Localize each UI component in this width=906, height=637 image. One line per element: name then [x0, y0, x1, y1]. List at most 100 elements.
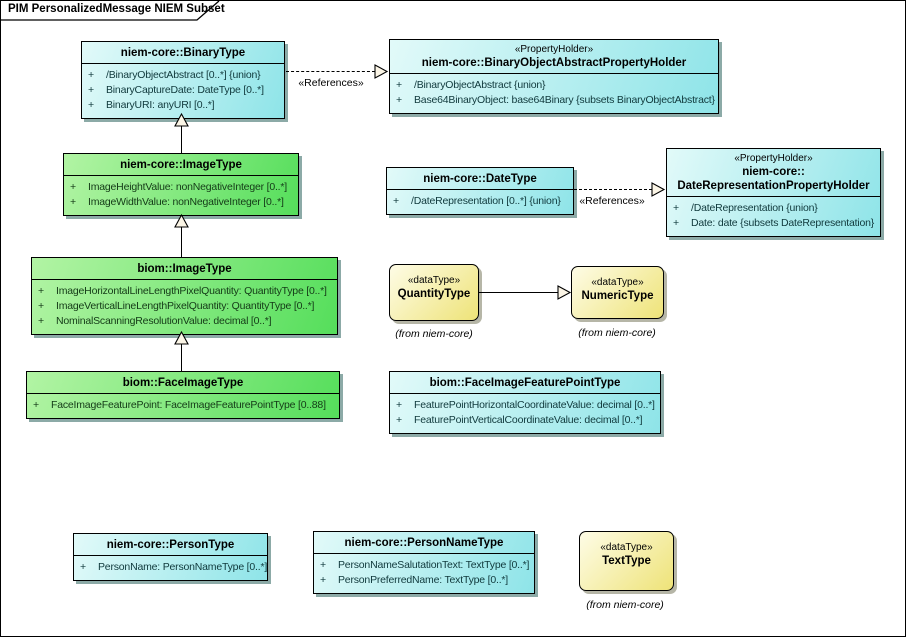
class-name: niem-core::BinaryType	[82, 42, 284, 64]
attribute-row: + PersonName: PersonNameType [0..*]	[80, 560, 267, 575]
from-package-label: (from niem-core)	[586, 599, 664, 611]
attribute-row: + Date: date {subsets DateRepresentation}	[673, 216, 874, 231]
diagram-tab-outline	[1, 1, 220, 21]
visibility-icon: +	[396, 79, 402, 91]
visibility-icon: +	[673, 202, 679, 214]
attribute-compartment: + PersonNameSalutationText: TextType [0..…	[314, 554, 534, 593]
stereotype-label: «dataType»	[591, 277, 644, 288]
class-name: niem-core::DateType	[387, 168, 573, 190]
attribute-row: + PersonPreferredName: TextType [0..*]	[320, 573, 528, 588]
datatype-box-quantity-type[interactable]: «dataType» QuantityType	[389, 264, 479, 321]
visibility-icon: +	[673, 217, 679, 229]
attribute-text: ImageVerticalLineLengthPixelQuantity: Qu…	[56, 300, 315, 312]
attribute-text: Date: date {subsets DateRepresentation}	[691, 217, 875, 229]
attribute-compartment: + PersonName: PersonNameType [0..*]	[74, 556, 267, 580]
class-name: niem-core::ImageType	[64, 154, 298, 176]
datatype-box-text-type[interactable]: «dataType» TextType	[579, 531, 674, 591]
attribute-text: ImageWidthValue: nonNegativeInteger [0..…	[88, 196, 284, 208]
attribute-row: + /DateRepresentation [0..*] {union}	[393, 194, 567, 209]
visibility-icon: +	[80, 561, 86, 573]
class-box-binary-type[interactable]: niem-core::BinaryType +/BinaryObjectAbst…	[81, 41, 285, 119]
attribute-compartment: + FeaturePointHorizontalCoordinateValue: …	[390, 394, 660, 433]
class-box-binary-object-abstract-property-holder[interactable]: «PropertyHolder» niem-core::BinaryObject…	[389, 39, 719, 114]
attribute-row: + NominalScanningResolutionValue: decimal…	[38, 314, 331, 329]
attribute-text: PersonName: PersonNameType [0..*]	[98, 561, 268, 573]
attribute-text: Base64BinaryObject: base64Binary {subset…	[414, 94, 715, 106]
visibility-icon: +	[396, 399, 402, 411]
class-box-person-name-type[interactable]: niem-core::PersonNameType + PersonNameSal…	[313, 531, 535, 594]
class-header: «PropertyHolder» niem-core:: DateReprese…	[667, 149, 880, 197]
class-box-date-type[interactable]: niem-core::DateType + /DateRepresentation…	[386, 167, 574, 215]
from-package-label: (from niem-core)	[395, 328, 473, 340]
visibility-icon: +	[38, 315, 44, 327]
attribute-row: + BinaryCaptureDate: DateType [0..*]	[88, 83, 278, 98]
generalization-connector[interactable]	[181, 227, 182, 257]
class-name: niem-core::PersonNameType	[314, 532, 534, 554]
class-header: «PropertyHolder» niem-core::BinaryObject…	[390, 40, 718, 74]
attribute-row: +/DateRepresentation {union}	[673, 201, 874, 216]
references-connector[interactable]	[574, 189, 652, 190]
attribute-text: BinaryCaptureDate: DateType [0..*]	[106, 84, 264, 96]
visibility-icon: +	[88, 99, 94, 111]
stereotype-label: «PropertyHolder»	[514, 44, 594, 55]
class-box-person-type[interactable]: niem-core::PersonType +PersonName: Perso…	[73, 533, 268, 581]
attribute-compartment: + /BinaryObjectAbstract {union} + Base64Bi…	[390, 74, 718, 113]
stereotype-label: «PropertyHolder»	[734, 153, 813, 164]
attribute-text: ImageHorizontalLineLengthPixelQuantity: …	[56, 285, 327, 297]
from-package-label: (from niem-core)	[578, 327, 656, 339]
attribute-row: +ImageVerticalLineLengthPixelQuantity: Q…	[38, 299, 331, 314]
visibility-icon: +	[320, 559, 326, 571]
class-name: biom::ImageType	[32, 258, 337, 280]
attribute-compartment: + ImageHeightValue: nonNegativeInteger [0…	[64, 176, 298, 215]
attribute-text: PersonPreferredName: TextType [0..*]	[338, 574, 509, 586]
references-connector[interactable]	[286, 71, 375, 72]
class-name: biom::FaceImageType	[27, 372, 339, 394]
generalization-connector[interactable]	[181, 125, 182, 153]
attribute-text: /BinaryObjectAbstract {union}	[414, 79, 546, 91]
attribute-text: /DateRepresentation [0..*] {union}	[411, 195, 561, 207]
class-box-date-representation-property-holder[interactable]: «PropertyHolder» niem-core:: DateReprese…	[666, 148, 881, 237]
attribute-row: +BinaryURI: anyURI [0..*]	[88, 98, 278, 113]
visibility-icon: +	[88, 69, 94, 81]
attribute-text: FaceImageFeaturePoint: FaceImageFeatureP…	[51, 399, 326, 411]
attribute-compartment: +FaceImageFeaturePoint: FaceImageFeature…	[27, 394, 339, 418]
generalization-arrowhead-icon	[174, 213, 189, 228]
class-name-line2: DateRepresentationPropertyHolder	[677, 180, 870, 192]
attribute-text: FeaturePointHorizontalCoordinateValue: d…	[414, 399, 655, 411]
visibility-icon: +	[396, 94, 402, 106]
visibility-icon: +	[393, 195, 399, 207]
attribute-row: +/BinaryObjectAbstract [0..*] {union}	[88, 68, 278, 83]
class-box-face-image-feature-point-type[interactable]: biom::FaceImageFeaturePointType +Feature…	[389, 371, 661, 434]
attribute-compartment: + ImageHorizontalLineLengthPixelQuantity:…	[32, 280, 337, 334]
class-name-line1: niem-core::	[742, 166, 805, 178]
class-box-image-type-core[interactable]: niem-core::ImageType + ImageHeightValue: …	[63, 153, 299, 216]
generalization-connector[interactable]	[181, 344, 182, 371]
attribute-compartment: + /DateRepresentation [0..*] {union}	[387, 190, 573, 214]
generalization-connector[interactable]	[479, 292, 558, 293]
attribute-text: NominalScanningResolutionValue: decimal …	[56, 315, 272, 327]
class-box-face-image-type[interactable]: biom::FaceImageType +FaceImageFeaturePoi…	[26, 371, 340, 419]
generalization-arrowhead-icon	[174, 112, 189, 127]
visibility-icon: +	[88, 84, 94, 96]
datatype-box-numeric-type[interactable]: «dataType» NumericType	[571, 266, 664, 319]
visibility-icon: +	[396, 414, 402, 426]
class-name: NumericType	[581, 290, 654, 302]
stereotype-label: «dataType»	[407, 275, 461, 286]
class-name: biom::FaceImageFeaturePointType	[390, 372, 660, 394]
generalization-arrowhead-icon	[557, 285, 572, 300]
references-connector-label: «References»	[579, 195, 645, 207]
class-name: niem-core::BinaryObjectAbstractPropertyH…	[421, 57, 687, 69]
attribute-row: +ImageWidthValue: nonNegativeInteger [0.…	[70, 195, 292, 210]
attribute-text: PersonNameSalutationText: TextType [0..*…	[338, 559, 530, 571]
attribute-text: ImageHeightValue: nonNegativeInteger [0.…	[88, 181, 288, 193]
visibility-icon: +	[320, 574, 326, 586]
references-arrowhead-icon	[651, 182, 666, 197]
attribute-text: FeaturePointVerticalCoordinateValue: dec…	[414, 414, 643, 426]
visibility-icon: +	[70, 181, 76, 193]
attribute-row: + PersonNameSalutationText: TextType [0..…	[320, 558, 530, 573]
references-arrowhead-icon	[374, 64, 389, 79]
class-box-image-type-biom[interactable]: biom::ImageType + ImageHorizontalLineLeng…	[31, 257, 338, 335]
attribute-row: + FeaturePointVerticalCoordinateValue: de…	[396, 413, 654, 428]
attribute-row: + Base64BinaryObject: base64Binary {subse…	[396, 93, 715, 108]
